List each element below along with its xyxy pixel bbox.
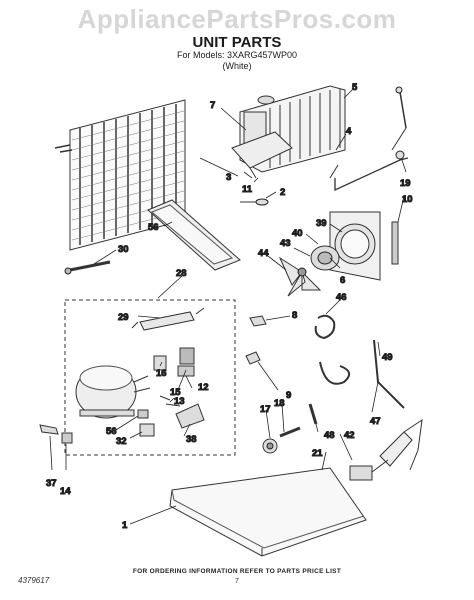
compressor bbox=[75, 365, 151, 419]
callout-11: 11 bbox=[242, 184, 253, 195]
leader-lines bbox=[49, 87, 407, 525]
callout-14: 14 bbox=[60, 486, 71, 497]
callout-5: 5 bbox=[352, 82, 358, 93]
fan-17 bbox=[262, 438, 278, 454]
drain-pan bbox=[147, 199, 241, 271]
part-48 bbox=[308, 403, 318, 425]
watermark: AppliancePartsPros.com bbox=[77, 4, 397, 34]
callout-15: 15 bbox=[170, 387, 181, 398]
model-number: For Models: 3XARG457WP00 bbox=[176, 50, 298, 60]
callout-13: 13 bbox=[174, 396, 185, 407]
callout-47: 47 bbox=[370, 416, 381, 427]
page-number: 7 bbox=[235, 578, 239, 585]
callout-19: 19 bbox=[400, 178, 411, 189]
callout-46: 46 bbox=[336, 292, 347, 303]
model-color: (White) bbox=[222, 61, 252, 71]
heater-wire bbox=[329, 150, 409, 192]
overload-12 bbox=[177, 347, 195, 377]
callout-3: 3 bbox=[226, 172, 231, 183]
tubing-47 bbox=[319, 339, 405, 409]
ordering-instruction: FOR ORDERING INFORMATION REFER TO PARTS … bbox=[132, 568, 342, 575]
shaft-18 bbox=[279, 426, 301, 438]
terminal-38 bbox=[175, 403, 205, 429]
base-pan bbox=[169, 467, 367, 557]
power-cord-42 bbox=[349, 418, 423, 481]
callout-18: 18 bbox=[274, 398, 285, 409]
callout-7: 7 bbox=[210, 100, 215, 111]
fan-shroud bbox=[329, 211, 381, 281]
clip-part-11 bbox=[243, 167, 257, 179]
callout-32: 32 bbox=[116, 436, 127, 447]
callout-8: 8 bbox=[292, 310, 297, 321]
callout-30: 30 bbox=[118, 244, 129, 255]
relay-cover-29 bbox=[131, 307, 205, 331]
grommet-37 bbox=[39, 424, 59, 435]
fan-blade bbox=[278, 256, 322, 297]
callout-6: 6 bbox=[340, 275, 345, 286]
callout-labels: 7 5 4 3 11 2 19 10 56 39 40 43 44 6 30 2… bbox=[46, 82, 414, 532]
wire-harness-13 bbox=[159, 395, 181, 407]
callout-4: 4 bbox=[346, 126, 352, 137]
callout-56-top: 56 bbox=[148, 222, 159, 233]
callout-21: 21 bbox=[312, 448, 323, 459]
mounting-stud-14 bbox=[61, 432, 73, 444]
callout-40: 40 bbox=[292, 228, 303, 239]
grommet-part-2 bbox=[240, 198, 269, 206]
callout-42: 42 bbox=[344, 430, 355, 441]
callout-29: 29 bbox=[118, 312, 129, 323]
defrost-thermostat bbox=[391, 86, 407, 151]
clip-9 bbox=[245, 351, 261, 365]
fan-motor bbox=[310, 245, 340, 271]
callout-44: 44 bbox=[258, 248, 269, 259]
callout-12: 12 bbox=[198, 382, 209, 393]
clip-56 bbox=[137, 409, 149, 419]
callout-43: 43 bbox=[280, 238, 291, 249]
callout-9: 9 bbox=[286, 390, 291, 401]
evaporator-assembly bbox=[231, 85, 346, 173]
callout-39: 39 bbox=[316, 218, 327, 229]
condenser-coil bbox=[54, 99, 186, 251]
bolt-part-30 bbox=[64, 260, 111, 275]
clip-8 bbox=[249, 315, 267, 327]
capacitor-32 bbox=[139, 423, 155, 437]
callout-56-bottom: 56 bbox=[106, 426, 117, 437]
drain-tube-10 bbox=[391, 221, 399, 265]
callout-2: 2 bbox=[280, 187, 285, 198]
document-number: 4379617 bbox=[18, 576, 50, 585]
callout-49: 49 bbox=[382, 352, 393, 363]
callout-48: 48 bbox=[324, 430, 335, 441]
callout-17: 17 bbox=[260, 404, 271, 415]
callout-28: 28 bbox=[176, 268, 187, 279]
callout-38: 38 bbox=[186, 434, 197, 445]
callout-16: 16 bbox=[156, 368, 167, 379]
relay-16 bbox=[153, 355, 167, 371]
model-subtitle: For Models: 3XARG457WP00 (White) bbox=[0, 50, 474, 72]
coil-tube-46 bbox=[314, 314, 336, 340]
compressor-kit-box bbox=[64, 299, 236, 456]
callout-1: 1 bbox=[122, 520, 128, 531]
callout-37: 37 bbox=[46, 478, 57, 489]
callout-10: 10 bbox=[402, 194, 413, 205]
page-title: UNIT PARTS bbox=[192, 34, 282, 51]
